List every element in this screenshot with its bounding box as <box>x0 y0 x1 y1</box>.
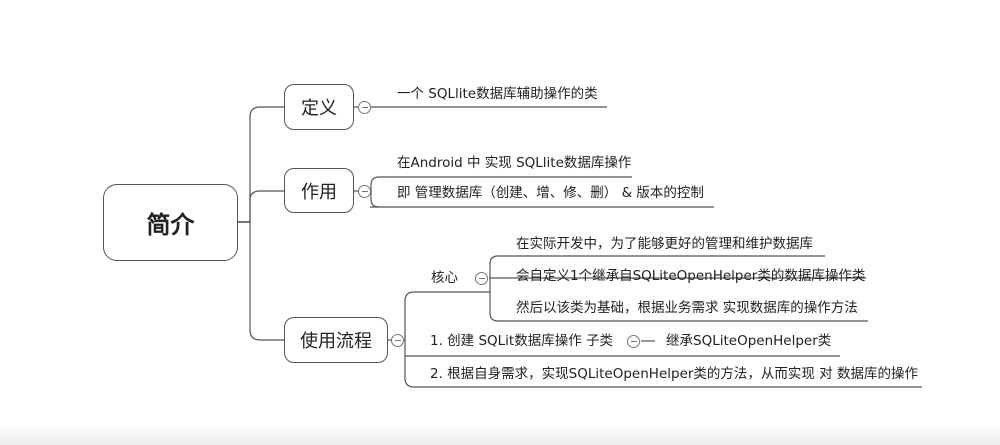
workflow-core[interactable]: 核心 <box>431 270 458 286</box>
edge-core-child-1 <box>489 255 825 279</box>
collapse-workflow-button[interactable] <box>391 334 404 347</box>
step-1-child[interactable]: 继承SQLiteOpenHelper类 <box>666 333 832 349</box>
branch-workflow[interactable]: 使用流程 <box>284 317 388 363</box>
collapse-step-1-button[interactable] <box>627 335 640 348</box>
function-item-1[interactable]: 在Android 中 实现 SQLlite数据库操作 <box>397 155 632 171</box>
core-child-3[interactable]: 然后以该类为基础，根据业务需求 实现数据库的操作方法 <box>516 300 858 316</box>
collapse-definition-button[interactable] <box>358 101 371 114</box>
edge-root-definition <box>238 106 284 223</box>
core-child-2[interactable]: 会自定义1个继承自SQLiteOpenHelper类的数据库操作类 <box>516 268 866 284</box>
workflow-step-1[interactable]: 1. 创建 SQLit数据库操作 子类 <box>430 333 614 349</box>
function-item-2[interactable]: 即 管理数据库（创建、增、修、删） & 版本的控制 <box>397 185 704 201</box>
bottom-fade <box>0 423 1000 445</box>
edge-core-child-3 <box>489 278 868 322</box>
root-node[interactable]: 简介 <box>103 184 238 261</box>
edge-root-workflow <box>238 221 284 341</box>
core-child-1[interactable]: 在实际开发中，为了能够更好的管理和维护数据库 <box>516 236 813 252</box>
collapse-function-button[interactable] <box>358 185 371 198</box>
definition-item[interactable]: 一个 SQLlite数据库辅助操作的类 <box>397 86 598 102</box>
workflow-step-2[interactable]: 2. 根据自身需求，实现SQLiteOpenHelper类的方法，从而实现 对 … <box>430 366 919 382</box>
branch-function[interactable]: 作用 <box>284 168 354 213</box>
branch-definition[interactable]: 定义 <box>284 84 354 130</box>
collapse-core-button[interactable] <box>475 272 488 285</box>
edge-function-item-1 <box>370 176 632 192</box>
edge-root-function <box>238 190 284 223</box>
edge-workflow-core <box>404 291 490 341</box>
